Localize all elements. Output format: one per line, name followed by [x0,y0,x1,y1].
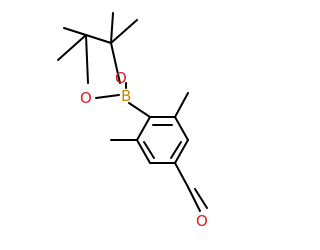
bond-ring-double-3 [143,141,155,159]
bond-aryl-methyl-top [174,92,189,118]
bond-ring-5 [136,139,151,164]
bond-c-o-right [110,42,121,84]
bond-b-c-aryl [128,102,151,118]
atom-label-oxygen-left: O [80,89,92,107]
bond-methyl-3 [110,12,114,44]
bond-ring-double-2 [170,141,182,159]
bond-methyl-2 [57,34,87,61]
bond-c-o-aldehyde [187,186,201,212]
bond-o-b-left [95,94,120,99]
atom-label-boron: B [121,87,131,105]
atom-label-oxygen-right: O [115,69,127,87]
bond-methyl-4 [110,19,138,44]
molecule-structure: B O O O [57,12,208,230]
bond-ring-2 [174,116,189,141]
atom-label-oxygen-aldehyde: O [196,212,208,230]
bond-methyl-1 [63,27,87,36]
bond-c-c-ring [85,34,112,44]
bond-c-cho [174,162,189,188]
bond-c-o-left [85,34,89,84]
bond-ring-3 [174,139,189,164]
bond-c-o-aldehyde-double [194,188,208,209]
bond-ring-6 [136,116,151,141]
